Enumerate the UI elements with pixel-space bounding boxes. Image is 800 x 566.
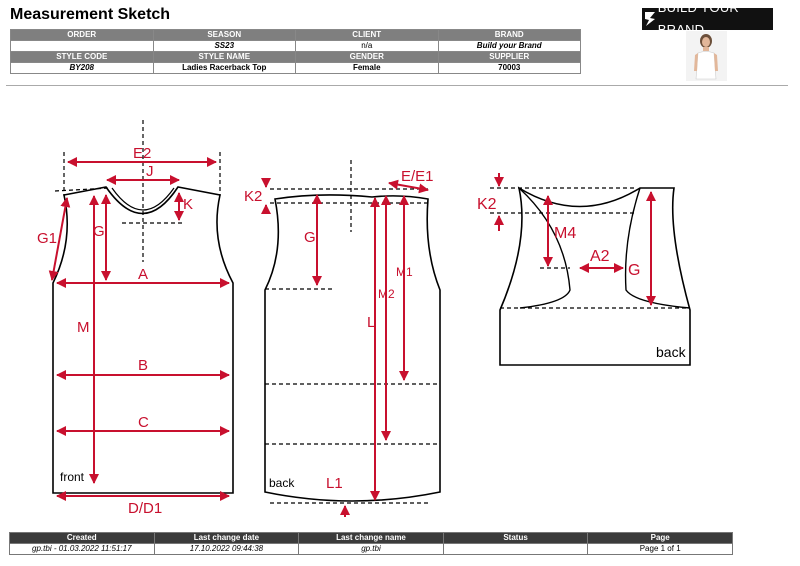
footer-label-page: Page <box>587 532 733 544</box>
front-point-e2: E2 <box>133 145 151 162</box>
label-style-name: STYLE NAME <box>152 51 296 63</box>
value-client: n/a <box>295 40 439 52</box>
label-gender: GENDER <box>295 51 439 63</box>
footer-label-status: Status <box>442 532 589 544</box>
front-dashed-lines <box>54 120 221 262</box>
footer-value-created: gp.tbi - 01.03.2022 11:51:17 <box>9 543 155 555</box>
back-caption: back <box>269 476 295 490</box>
change-log-table: Created Last change date Last change nam… <box>9 532 733 555</box>
page-title: Measurement Sketch <box>10 6 171 23</box>
footer-value-page: Page 1 of 1 <box>587 543 733 555</box>
front-point-j: J <box>146 163 154 180</box>
front-caption: front <box>60 470 85 484</box>
brand-logo-mark-icon <box>642 8 658 30</box>
measurement-sketch: E2 J K G1 G A M B C D/D1 front E/E1 K2 G <box>37 120 691 517</box>
value-order <box>10 40 154 52</box>
label-season: SEASON <box>152 29 296 41</box>
back-detail-outline <box>499 186 691 366</box>
footer-value-status <box>442 543 589 555</box>
value-style-code: BY208 <box>10 62 154 74</box>
back-outline <box>264 194 441 502</box>
style-info-table: ORDER SEASON CLIENT BRAND SS23 n/a Build… <box>10 29 581 74</box>
back-detail-measure-lines <box>494 173 656 306</box>
label-client: CLIENT <box>295 29 439 41</box>
back-detail-caption: back <box>656 344 687 360</box>
product-photo <box>686 31 727 81</box>
back-detail-point-m4: M4 <box>554 225 576 242</box>
back-detail-point-g: G <box>628 262 640 279</box>
back-detail-dashed-lines <box>490 187 690 309</box>
back-point-k2: K2 <box>244 188 262 205</box>
value-style-name: Ladies Racerback Top <box>152 62 296 74</box>
back-point-m1: M1 <box>396 265 413 279</box>
front-point-a: A <box>138 266 148 283</box>
front-point-d-d1: D/D1 <box>128 500 162 517</box>
label-style-code: STYLE CODE <box>10 51 154 63</box>
back-detail-point-a2: A2 <box>590 248 610 265</box>
footer-label-created: Created <box>9 532 155 544</box>
label-order: ORDER <box>10 29 154 41</box>
header-divider <box>6 85 788 86</box>
footer-value-last-change-name: gp.tbi <box>298 543 444 555</box>
label-supplier: SUPPLIER <box>437 51 581 63</box>
front-point-c: C <box>138 414 149 431</box>
footer-label-last-change-date: Last change date <box>153 532 300 544</box>
front-point-m: M <box>77 319 90 336</box>
front-labels: E2 J K G1 G A M B C D/D1 <box>37 145 193 517</box>
back-detail-point-k2: K2 <box>477 196 497 213</box>
front-point-g1: G1 <box>37 230 57 247</box>
back-point-l1: L1 <box>326 475 343 492</box>
front-point-k: K <box>183 196 193 213</box>
front-point-b: B <box>138 357 148 374</box>
back-point-g: G <box>304 229 316 246</box>
value-season: SS23 <box>152 40 296 52</box>
brand-logo: BUILD YOUR BRAND <box>642 0 773 37</box>
back-point-l: L <box>367 314 375 331</box>
label-brand: BRAND <box>437 29 581 41</box>
value-gender: Female <box>295 62 439 74</box>
front-point-g: G <box>93 223 105 240</box>
back-point-e-e1: E/E1 <box>401 168 434 185</box>
back-labels: E/E1 K2 G M1 M2 L L1 <box>244 168 434 492</box>
value-supplier: 70003 <box>437 62 581 74</box>
back-point-m2: M2 <box>378 287 395 301</box>
footer-value-last-change-date: 17.10.2022 09:44:38 <box>153 543 300 555</box>
back-measure-lines <box>261 178 429 517</box>
back-dashed-lines <box>265 160 440 504</box>
front-measure-lines <box>48 157 230 501</box>
footer-label-last-change-name: Last change name <box>298 532 444 544</box>
value-brand: Build your Brand <box>437 40 581 52</box>
back-detail-labels: K2 M4 A2 G <box>477 196 640 279</box>
